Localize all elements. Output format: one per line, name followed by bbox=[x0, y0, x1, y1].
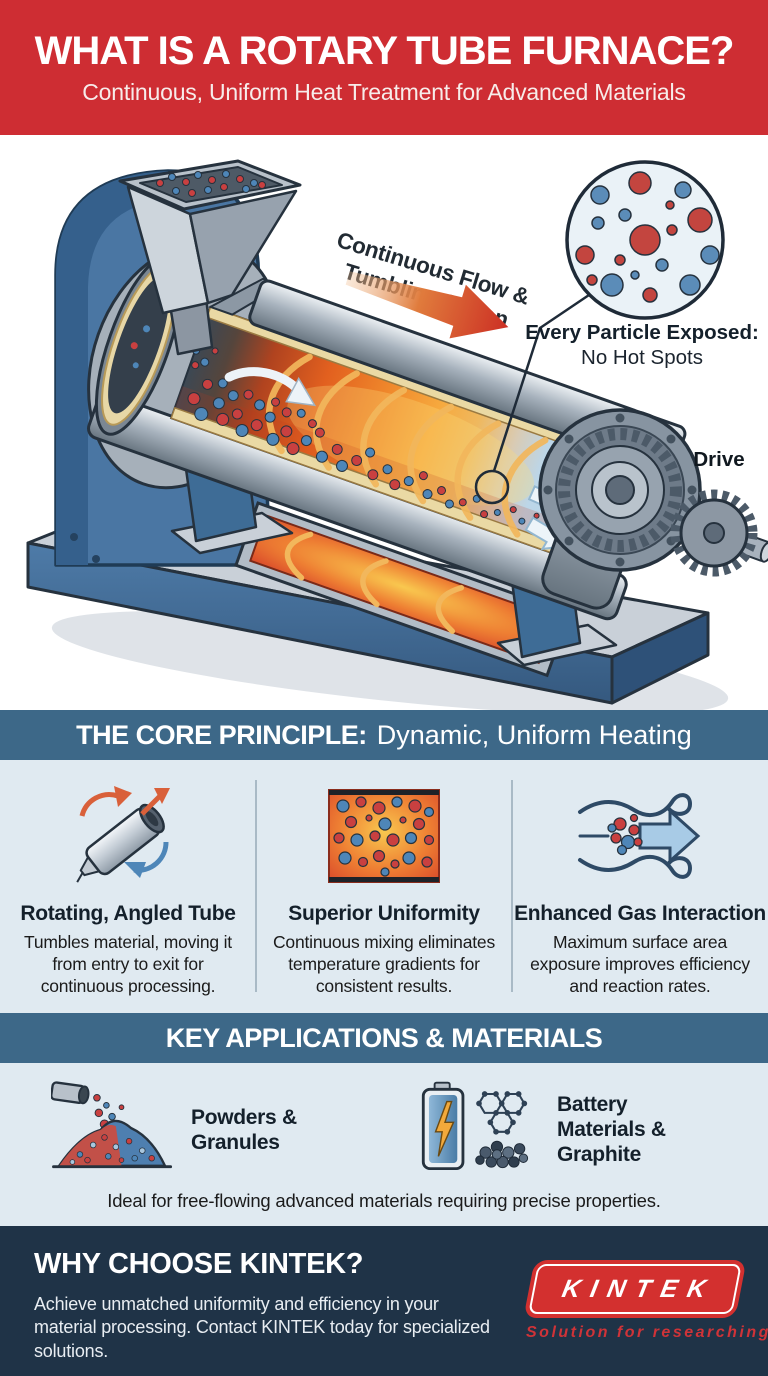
column-divider bbox=[255, 780, 257, 992]
footer-section: WHY CHOOSE KINTEK? Achieve unmatched uni… bbox=[0, 1226, 768, 1376]
core-principle-banner: THE CORE PRINCIPLE: Dynamic, Uniform Hea… bbox=[0, 710, 768, 760]
tumbling-particles bbox=[187, 322, 549, 531]
application-item-powders: Powders & Granules bbox=[50, 1077, 351, 1184]
core-principle-heading-rest: Dynamic, Uniform Heating bbox=[376, 719, 692, 750]
drive-gears bbox=[538, 408, 768, 577]
core-principle-section: Rotating, Angled Tube Tumbles material, … bbox=[0, 760, 768, 1013]
inset-target-circle bbox=[474, 469, 510, 505]
uniform-particles-icon bbox=[321, 772, 447, 900]
core-column-rotating-tube: Rotating, Angled Tube Tumbles material, … bbox=[0, 760, 256, 1013]
particle-inset-magnifier bbox=[565, 160, 725, 320]
drive-label: Drive bbox=[693, 448, 744, 471]
powder-pile-icon bbox=[50, 1077, 175, 1184]
core-column-gas: Enhanced Gas Interaction Maximum surface… bbox=[512, 760, 768, 1013]
kintek-logo-text: KINTEK bbox=[559, 1274, 719, 1303]
inset-connector-line bbox=[492, 293, 590, 472]
rotating-tube-icon bbox=[62, 772, 194, 900]
application-label: Powders & Granules bbox=[191, 1105, 297, 1154]
application-item-battery: Battery Materials & Graphite bbox=[417, 1077, 717, 1184]
battery-graphite-icon bbox=[417, 1077, 541, 1184]
core-column-title: Enhanced Gas Interaction bbox=[514, 902, 766, 925]
kintek-logo-badge: KINTEK bbox=[528, 1264, 742, 1314]
applications-note: Ideal for free-flowing advanced material… bbox=[107, 1190, 661, 1211]
core-column-description: Tumbles material, moving it from entry t… bbox=[24, 932, 232, 997]
rotary-furnace-diagram: Drive Continuous Flow & Tumbling Action bbox=[26, 159, 768, 710]
page-subtitle: Continuous, Uniform Heat Treatment for A… bbox=[82, 78, 686, 105]
core-principle-heading-bold: THE CORE PRINCIPLE: bbox=[76, 719, 367, 750]
application-label: Battery Materials & Graphite bbox=[557, 1093, 666, 1166]
core-column-description: Continuous mixing eliminates temperature… bbox=[272, 932, 495, 997]
gas-flow-icon bbox=[574, 772, 706, 900]
applications-heading: KEY APPLICATIONS & MATERIALS bbox=[165, 1022, 603, 1053]
applications-banner: KEY APPLICATIONS & MATERIALS bbox=[0, 1013, 768, 1063]
inset-caption-rest: No Hot Spots bbox=[581, 346, 703, 369]
feed-hopper bbox=[118, 159, 302, 356]
furnace-illustration: Drive Continuous Flow & Tumbling Action bbox=[0, 135, 768, 710]
footer-body: Achieve unmatched uniformity and efficie… bbox=[34, 1294, 490, 1361]
applications-section: Powders & Granules bbox=[0, 1063, 768, 1226]
tumble-arrow-icon bbox=[224, 367, 317, 407]
kintek-logo: KINTEK Solution for researching bbox=[526, 1264, 768, 1342]
flow-direction-arrow-icon bbox=[345, 271, 509, 339]
header-banner: WHAT IS A ROTARY TUBE FURNACE? Continuou… bbox=[0, 0, 768, 135]
footer-heading: WHY CHOOSE KINTEK? bbox=[34, 1248, 364, 1280]
core-column-title: Superior Uniformity bbox=[288, 902, 480, 925]
inset-caption-bold: Every Particle Exposed: bbox=[525, 321, 759, 344]
core-column-title: Rotating, Angled Tube bbox=[20, 902, 236, 925]
page-title: WHAT IS A ROTARY TUBE FURNACE? bbox=[34, 28, 735, 73]
column-divider bbox=[511, 780, 513, 992]
core-column-uniformity: Superior Uniformity Continuous mixing el… bbox=[256, 760, 512, 1013]
core-column-description: Maximum surface area exposure improves e… bbox=[530, 932, 750, 997]
rotary-tube-cutaway bbox=[87, 254, 687, 621]
kintek-logo-tagline: Solution for researching bbox=[526, 1324, 768, 1341]
